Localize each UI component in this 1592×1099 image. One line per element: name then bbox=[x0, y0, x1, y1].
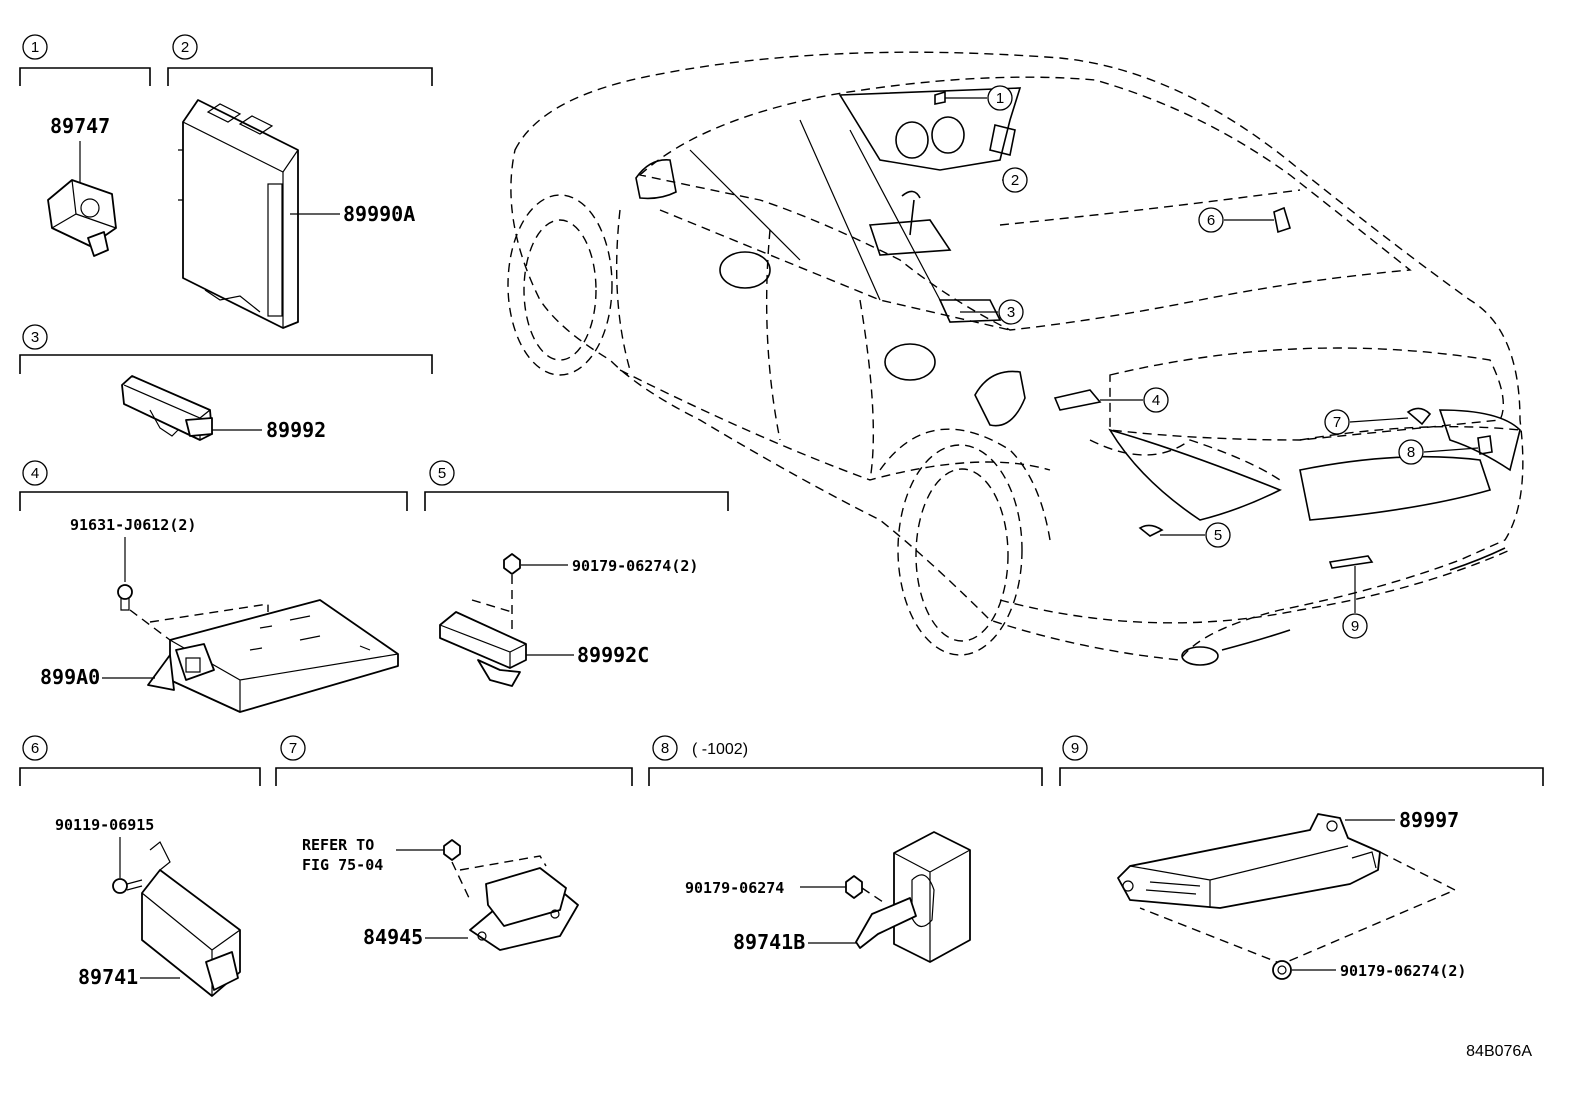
svg-text:9: 9 bbox=[1351, 618, 1359, 635]
section-1-marker bbox=[22, 34, 48, 60]
section-2-marker bbox=[172, 34, 198, 60]
part-91631-J0612-label: 91631-J0612(2) bbox=[70, 516, 196, 534]
refer-to-label: REFER TO bbox=[302, 836, 374, 854]
section-2-bracket bbox=[167, 67, 433, 86]
section-4: 4 91631-J0612(2) 899A0 bbox=[19, 460, 408, 713]
car-callout-9: 9 bbox=[1342, 566, 1368, 639]
section-3-marker bbox=[22, 324, 48, 350]
part-899A0-module bbox=[147, 599, 399, 713]
section-5-marker bbox=[429, 460, 455, 486]
section-4-marker bbox=[22, 460, 48, 486]
nut-90179-c-icon bbox=[1272, 960, 1292, 980]
section-1: 1 89747 bbox=[19, 34, 151, 257]
section-1-number: 1 bbox=[31, 39, 39, 56]
part-89992-label: 89992 bbox=[266, 418, 326, 442]
part-89990A-ecu bbox=[178, 99, 299, 329]
part-89741B-receiver bbox=[855, 831, 971, 963]
part-90119-06915-label: 90119-06915 bbox=[55, 816, 154, 834]
nut-84945-icon bbox=[443, 839, 461, 861]
car-callout-4: 4 bbox=[1100, 387, 1169, 413]
svg-text:2: 2 bbox=[1011, 172, 1019, 189]
part-89741-label: 89741 bbox=[78, 965, 138, 989]
car-callout-8: 8 bbox=[1398, 439, 1479, 465]
part-899A0-label: 899A0 bbox=[40, 665, 100, 689]
section-5: 5 90179-06274(2) 89992C bbox=[424, 460, 729, 687]
section-1-bracket bbox=[19, 67, 151, 86]
section-2: 2 89990A bbox=[167, 34, 433, 329]
section-5-number: 5 bbox=[438, 465, 446, 482]
refer-fig-label: FIG 75-04 bbox=[302, 856, 383, 874]
section-8-number: 8 bbox=[661, 740, 669, 757]
part-89747-sensor bbox=[47, 179, 117, 257]
section-8: 8 ( -1002) 90179-06274 89741B bbox=[648, 735, 1043, 963]
section-6: 6 90119-06915 89741 bbox=[19, 735, 261, 997]
part-89997-label: 89997 bbox=[1399, 808, 1459, 832]
section-7-bracket bbox=[275, 767, 633, 786]
svg-text:6: 6 bbox=[1207, 212, 1215, 229]
section-9-number: 9 bbox=[1071, 740, 1079, 757]
part-89992C-sensor bbox=[439, 611, 527, 687]
svg-text:5: 5 bbox=[1214, 527, 1222, 544]
nut-90179-icon bbox=[503, 553, 521, 575]
part-89741B-label: 89741B bbox=[733, 930, 805, 954]
part-84945-label: 84945 bbox=[363, 925, 423, 949]
car-illustration bbox=[507, 51, 1524, 666]
section-3-number: 3 bbox=[31, 329, 39, 346]
section-7-number: 7 bbox=[289, 740, 297, 757]
car-callout-3: 3 bbox=[960, 299, 1024, 325]
nut-90179-b-icon bbox=[845, 875, 863, 899]
svg-text:4: 4 bbox=[1152, 392, 1160, 409]
car-callout-5: 5 bbox=[1160, 522, 1231, 548]
svg-text:8: 8 bbox=[1407, 444, 1415, 461]
car-callout-1: 1 bbox=[945, 85, 1013, 111]
bolt-90119-icon bbox=[112, 878, 143, 894]
section-4-bracket bbox=[19, 491, 408, 511]
svg-text:3: 3 bbox=[1007, 304, 1015, 321]
part-89992C-label: 89992C bbox=[577, 643, 649, 667]
section-3-bracket bbox=[19, 354, 433, 374]
section-9: 9 89997 90179-06274(2) bbox=[1059, 735, 1544, 980]
section-8-note: ( -1002) bbox=[692, 741, 748, 758]
section-6-number: 6 bbox=[31, 740, 39, 757]
section-4-number: 4 bbox=[31, 465, 39, 482]
part-84945-switch bbox=[469, 867, 579, 951]
part-90179-06274-2b-label: 90179-06274(2) bbox=[1340, 962, 1466, 980]
section-9-bracket bbox=[1059, 767, 1544, 786]
car-callout-6: 6 bbox=[1198, 207, 1274, 233]
bolt-91631-icon bbox=[117, 584, 133, 611]
car-callouts: 1 2 3 4 5 6 7 bbox=[945, 85, 1479, 639]
section-5-bracket bbox=[424, 491, 729, 511]
part-89747-label: 89747 bbox=[50, 114, 110, 138]
part-90179-06274-2-label: 90179-06274(2) bbox=[572, 557, 698, 575]
section-7-marker bbox=[280, 735, 306, 761]
part-89741-receiver bbox=[141, 841, 241, 997]
section-3: 3 89992 bbox=[19, 324, 433, 442]
svg-text:1: 1 bbox=[996, 90, 1004, 107]
car-callout-2: 2 bbox=[1002, 167, 1028, 193]
section-2-number: 2 bbox=[181, 39, 189, 56]
section-8-marker bbox=[652, 735, 678, 761]
figure-code: 84B076A bbox=[1466, 1043, 1532, 1060]
part-90179-06274-label: 90179-06274 bbox=[685, 879, 784, 897]
svg-text:7: 7 bbox=[1333, 414, 1341, 431]
part-89990A-label: 89990A bbox=[343, 202, 415, 226]
section-6-marker bbox=[22, 735, 48, 761]
section-7: 7 REFER TO FIG 75-04 84945 bbox=[275, 735, 633, 951]
section-6-bracket bbox=[19, 767, 261, 786]
part-89992-sensor bbox=[121, 375, 213, 441]
part-89997-antenna bbox=[1117, 813, 1381, 909]
section-8-bracket bbox=[648, 767, 1043, 786]
section-9-marker bbox=[1062, 735, 1088, 761]
car-callout-7: 7 bbox=[1324, 409, 1409, 435]
